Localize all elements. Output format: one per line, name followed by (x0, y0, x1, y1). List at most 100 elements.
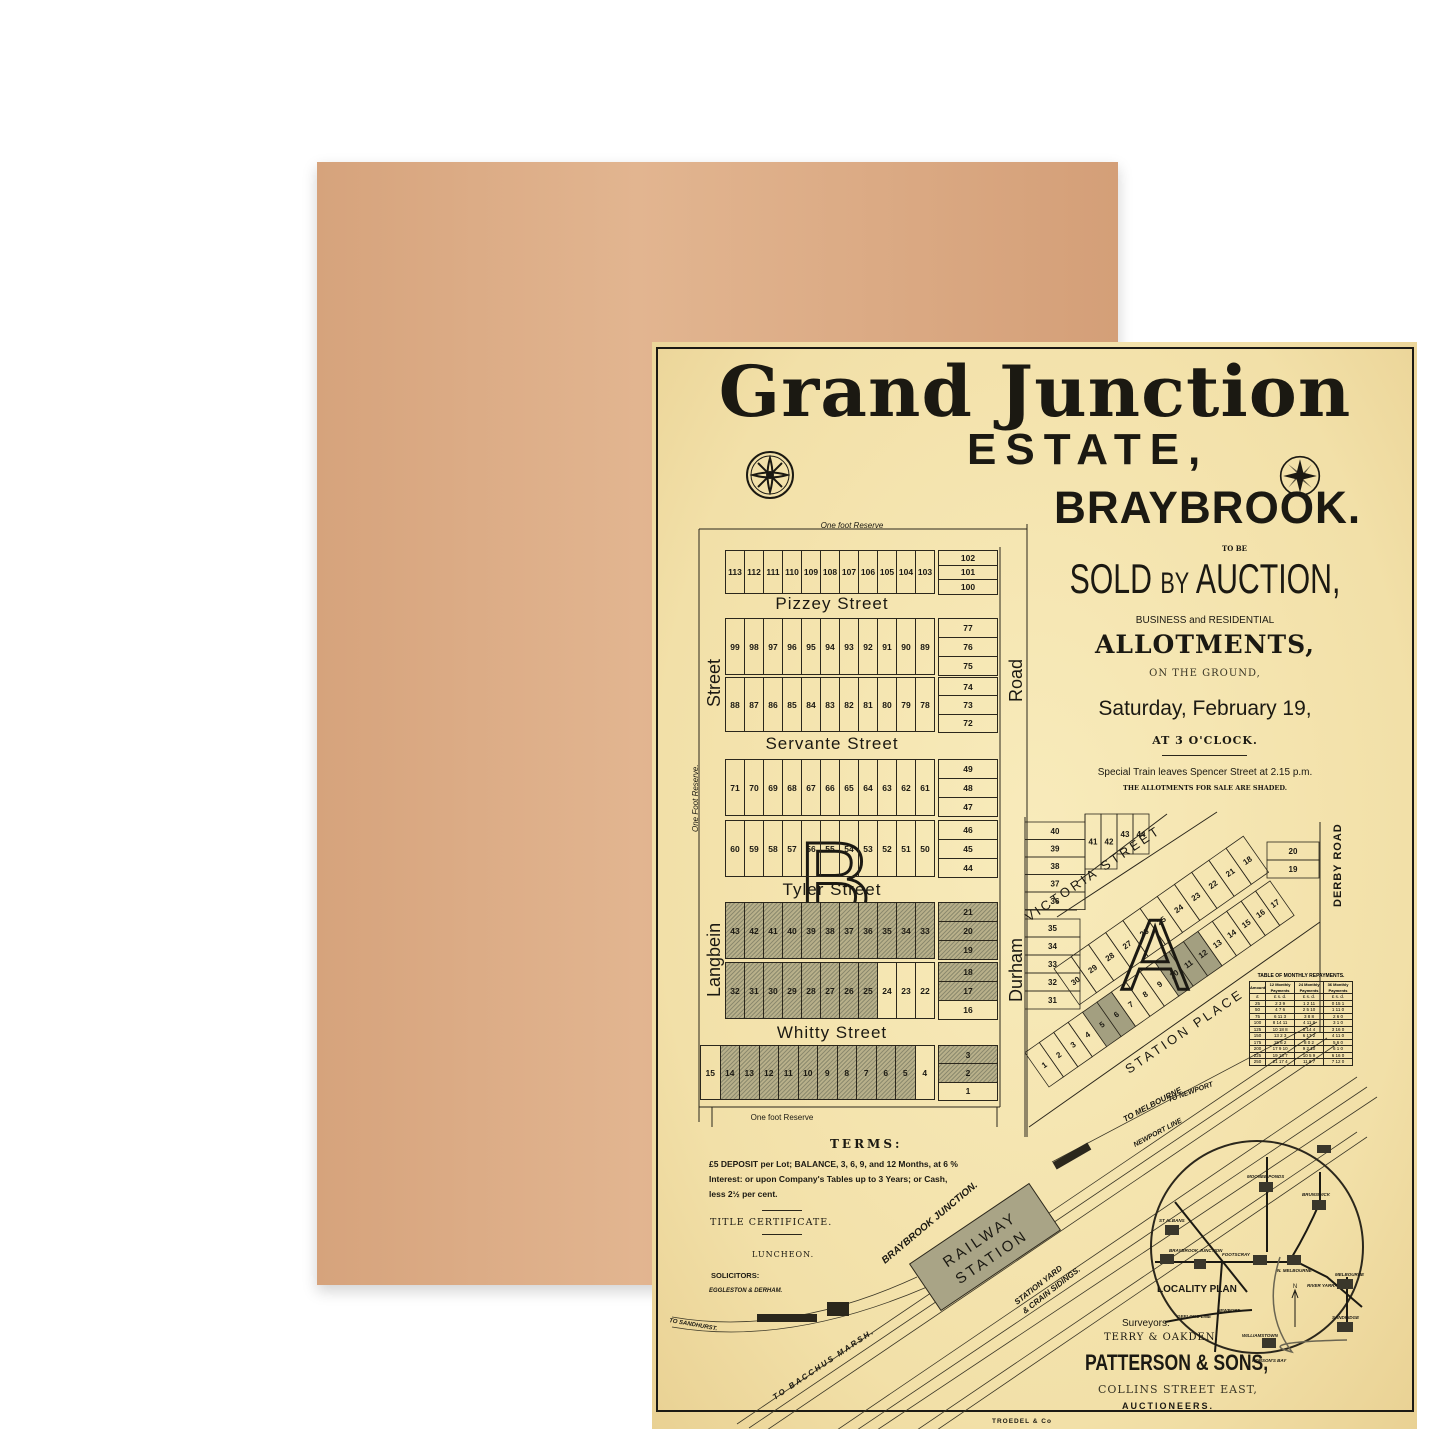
allotment: 21 (938, 902, 998, 922)
locality-place-label: ST ALBANS (1159, 1218, 1185, 1223)
allotment: 69 (763, 759, 783, 816)
lot-number: 1 (1040, 1060, 1049, 1070)
allotment: 72 (938, 713, 998, 733)
allotment: 58 (763, 820, 783, 877)
allotment: 18 (938, 962, 998, 982)
allotment: 71 (725, 759, 745, 816)
repayments-title: TABLE OF MONTHLY REPAYMENTS. (1257, 973, 1345, 979)
allotment: 104 (896, 550, 916, 594)
surveyors-label: Surveyors: (1122, 1318, 1170, 1329)
allotment: 97 (763, 618, 783, 675)
lot-number: 5 (1098, 1020, 1107, 1030)
allotment: 30 (763, 962, 783, 1019)
lot-number: 19 (1289, 865, 1298, 874)
table-header: 36 Monthly Payments (1323, 981, 1353, 994)
locality-place-label: RIVER YARRA (1307, 1283, 1338, 1288)
table-header: 12 Monthly Payments (1265, 981, 1296, 994)
lot-number: 35 (1048, 924, 1057, 933)
sold-word: SOLD (1069, 555, 1152, 602)
estate-plan-map: One foot Reserve One foot Reserve One Fo… (669, 521, 1378, 1429)
allotment: 19 (1266, 859, 1320, 879)
allotment: 38 (820, 902, 840, 959)
locality-place-label: HOBSON'S BAY (1252, 1358, 1287, 1363)
allotment: 48 (938, 778, 998, 798)
divider (762, 1210, 802, 1211)
allotment: 40 (782, 902, 802, 959)
allotment: 109 (801, 550, 821, 594)
lot-number: 33 (1048, 960, 1057, 969)
allotment: 66 (820, 759, 840, 816)
allotment: 39 (801, 902, 821, 959)
street-label-left: Street (704, 659, 724, 707)
allotment: 94 (820, 618, 840, 675)
allotment: 27 (820, 962, 840, 1019)
locality-place-label: SANDRIDGE (1332, 1315, 1360, 1320)
terms-heading: TERMS: (830, 1137, 903, 1151)
allotment: 21 (1208, 847, 1252, 897)
allotment: 12 (758, 1045, 779, 1100)
allotment: 46 (938, 820, 998, 840)
boundary-lines (698, 524, 1028, 1137)
allotment: 45 (938, 839, 998, 859)
allotment: 112 (744, 550, 764, 594)
lot-number: 14 (1226, 927, 1239, 940)
allotment: 103 (915, 550, 935, 594)
locality-place-label: BRUNSWICK (1302, 1192, 1331, 1197)
allotment: 34 (1024, 936, 1081, 956)
allotment: 102 (938, 550, 998, 566)
street-label: Tyler Street (782, 880, 882, 899)
derby-road-label: DERBY ROAD (1332, 823, 1344, 907)
table-cell: 75 (1248, 1012, 1267, 1020)
allotment: 107 (839, 550, 859, 594)
allotment: 24 (877, 962, 897, 1019)
allotment: 101 (938, 564, 998, 581)
allotment: 11 (778, 1045, 799, 1100)
allotment: 14 (719, 1045, 740, 1100)
lot-number: 18 (1241, 854, 1254, 867)
train-note: Special Train leaves Spencer Street at 2… (1097, 767, 1313, 778)
allotment: 105 (877, 550, 897, 594)
printer-credit: TROEDEL & Co (992, 1418, 1052, 1425)
auction-date: Saturday, February 19, (1098, 697, 1312, 720)
allotment: 60 (725, 820, 745, 877)
lot-number: 29 (1087, 963, 1100, 976)
reserve-bottom: One foot Reserve (751, 1113, 814, 1122)
langbein-street-label: Langbein (704, 923, 724, 997)
allotment: 63 (877, 759, 897, 816)
allotment: 76 (938, 637, 998, 657)
allotment: 4 (914, 1045, 935, 1100)
locality-place-label: FOOTSCRAY (1222, 1252, 1251, 1257)
allotment: 111 (763, 550, 783, 594)
to-be-text: TO BE (1222, 544, 1247, 553)
allotment: 80 (877, 677, 897, 732)
allotment: 38 (1024, 856, 1086, 875)
lot-number: 39 (1051, 844, 1060, 853)
table-header: Amount (1248, 981, 1267, 994)
poster-location: BRAYBROOK. (1054, 482, 1362, 533)
allotment: 95 (801, 618, 821, 675)
allotment: 31 (1024, 990, 1081, 1010)
allotment: 17 (1255, 880, 1295, 927)
lot-number: 42 (1105, 838, 1114, 847)
allotment: 23 (896, 962, 916, 1019)
lot-number: 9 (1155, 979, 1164, 989)
lot-number: 36 (1051, 897, 1060, 906)
street-label: Pizzey Street (775, 594, 889, 613)
solicitors-label: SOLICITORS: (711, 1271, 760, 1280)
allotment: 36 (858, 902, 878, 959)
table-unit: £ (1248, 993, 1267, 1001)
allotment: 91 (877, 618, 897, 675)
locality-place-label: NEWPORT (1217, 1308, 1241, 1313)
allotment: 37 (839, 902, 859, 959)
lot-number: 7 (1127, 999, 1136, 1009)
allotment: 79 (896, 677, 916, 732)
allotment: 65 (839, 759, 859, 816)
divider (1162, 755, 1247, 756)
allotment: 62 (896, 759, 916, 816)
lot-number: 22 (1207, 878, 1220, 891)
allotment: 10 (797, 1045, 818, 1100)
allotment: 67 (801, 759, 821, 816)
